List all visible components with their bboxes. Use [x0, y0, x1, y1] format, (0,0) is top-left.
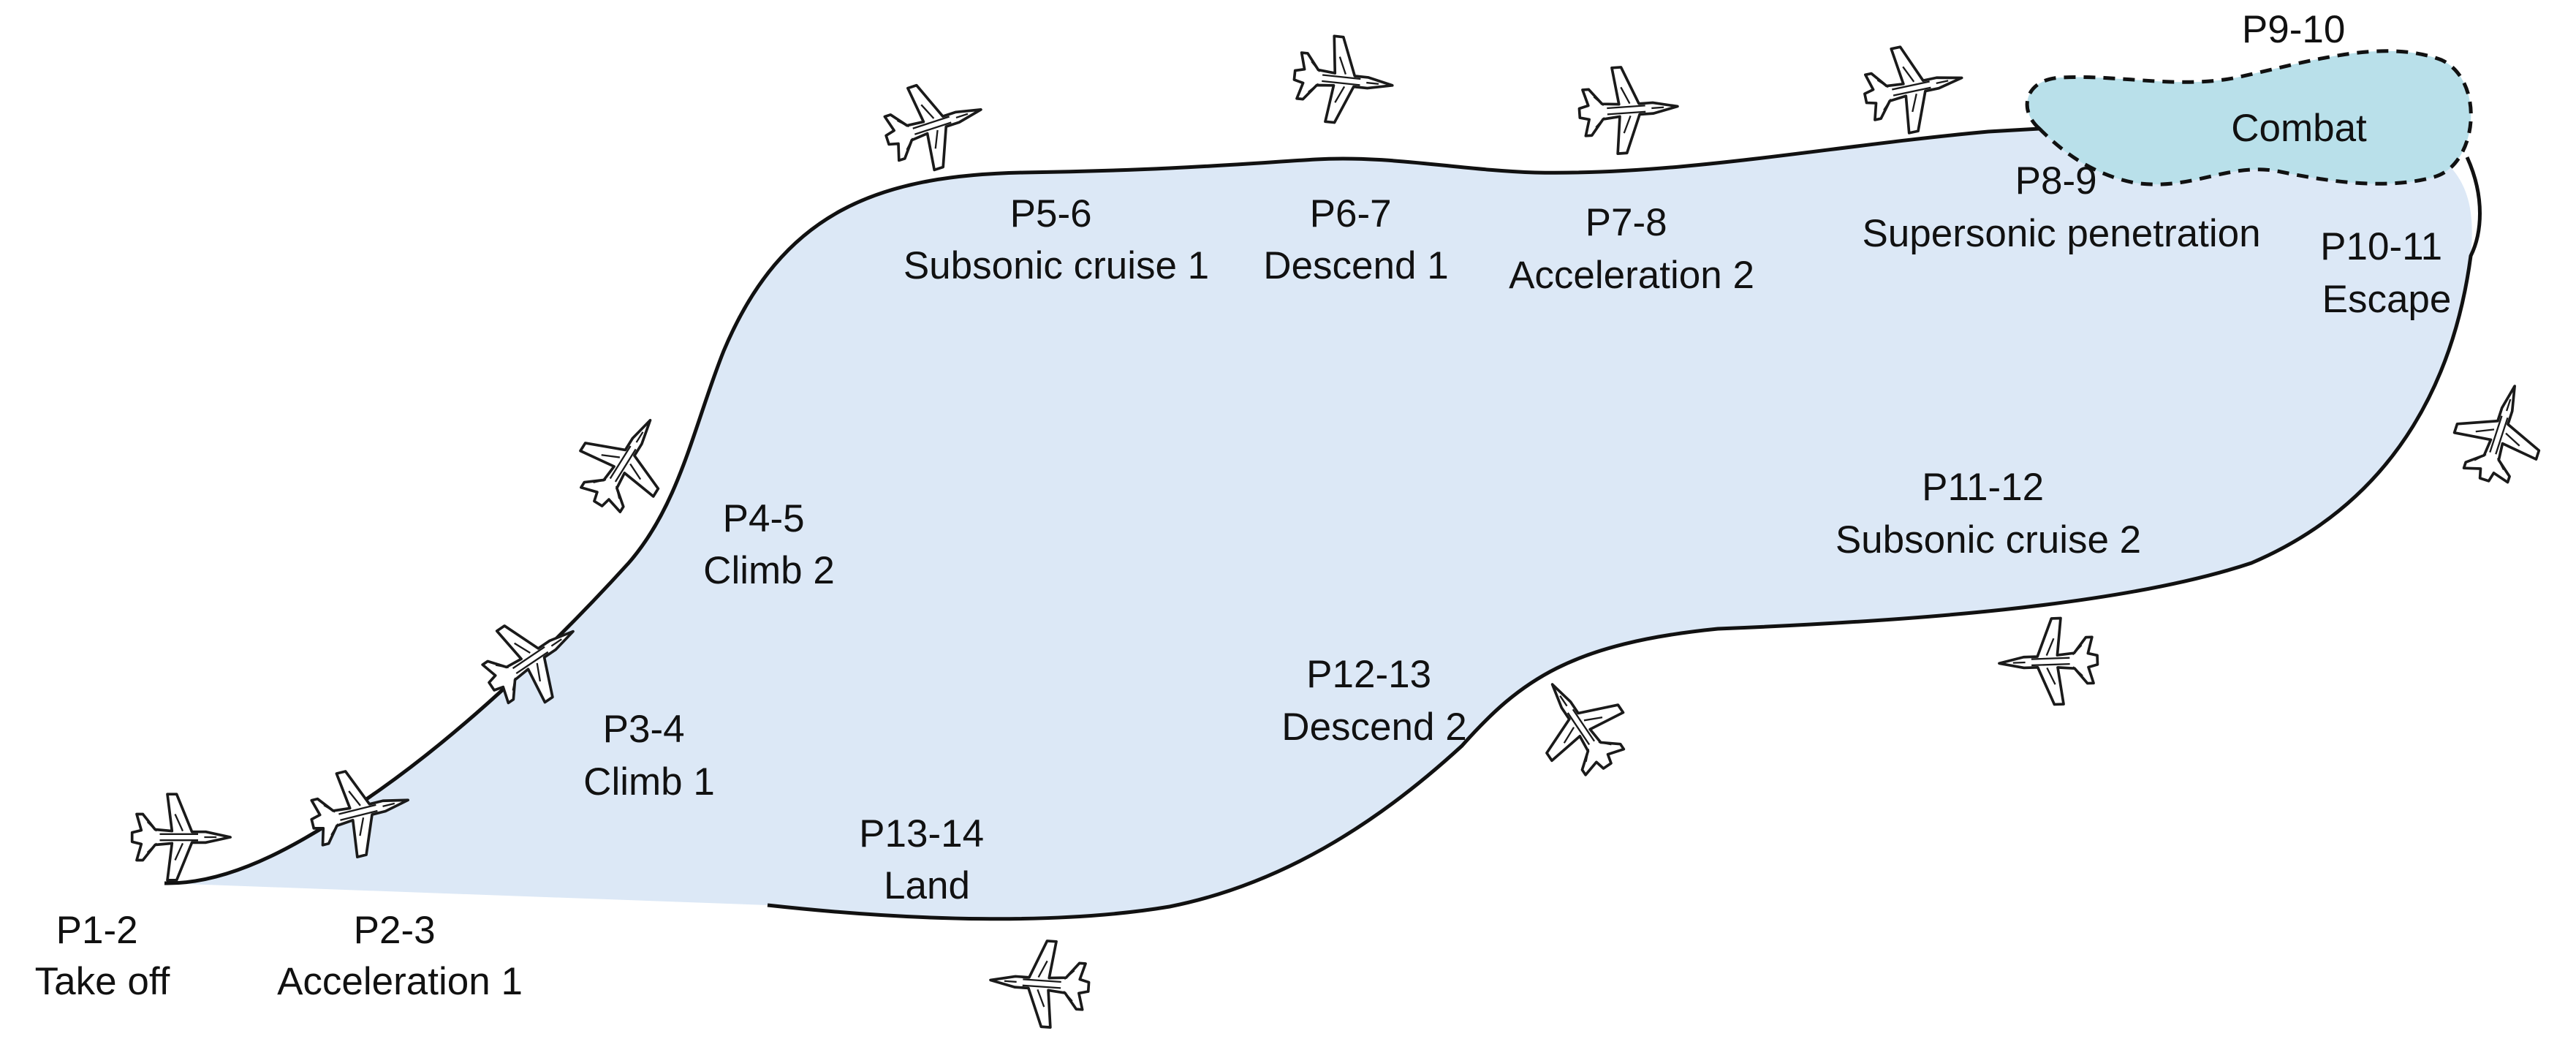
phase-code: P9-10	[2242, 8, 2345, 51]
fighter-jet-icon	[986, 935, 1094, 1032]
combat-zone	[2025, 49, 2473, 186]
phase-label-p9-10: P9-10 Combat	[2231, 8, 2367, 150]
phase-name: Subsonic cruise 1	[904, 244, 1209, 287]
phase-code: P4-5	[723, 497, 805, 540]
phase-label-p2-3: P2-3 Acceleration 1	[277, 909, 523, 1003]
phase-label-p12-13: P12-13 Descend 2	[1281, 653, 1466, 749]
phase-label-p1-2: P1-2 Take off	[35, 909, 170, 1003]
phase-code: P1-2	[56, 909, 138, 952]
phase-code: P8-9	[2015, 159, 2097, 203]
phase-code: P10-11	[2320, 225, 2442, 268]
fighter-jet-icon	[1575, 61, 1682, 158]
phase-name: Acceleration 2	[1509, 254, 1754, 297]
fighter-jet-icon	[1996, 615, 2101, 708]
phase-name: Land	[884, 864, 970, 907]
mission-region	[164, 49, 2482, 921]
phase-label-p4-5: P4-5 Climb 2	[703, 497, 835, 592]
phase-name: Combat	[2231, 107, 2367, 150]
phase-code: P5-6	[1010, 192, 1092, 235]
phase-code: P6-7	[1310, 192, 1392, 235]
phase-label-p5-6: P5-6 Subsonic cruise 1	[904, 192, 1209, 287]
phase-code: P12-13	[1306, 653, 1431, 696]
phase-name: Acceleration 1	[277, 960, 523, 1003]
phase-name: Subsonic cruise 2	[1836, 518, 2141, 562]
phase-name: Descend 1	[1263, 244, 1448, 287]
phase-label-p3-4: P3-4 Climb 1	[583, 708, 715, 804]
fighter-jet-icon	[873, 67, 996, 183]
phase-name: Take off	[35, 960, 170, 1003]
phase-name: Descend 2	[1281, 706, 1466, 749]
phase-label-p13-14: P13-14 Land	[859, 812, 995, 907]
phase-label-p8-9: P8-9 Supersonic penetration	[1862, 159, 2260, 255]
mission-region-fill	[164, 124, 2472, 919]
phase-name: Supersonic penetration	[1862, 212, 2260, 255]
phase-name: Escape	[2322, 278, 2452, 321]
fighter-jet-icon	[2441, 371, 2557, 494]
fighter-jet-icon	[1855, 34, 1972, 142]
phase-code: P2-3	[354, 909, 436, 952]
phase-name: Climb 2	[703, 549, 835, 592]
phase-label-p11-12: P11-12 Subsonic cruise 2	[1836, 466, 2141, 562]
mission-outline-lower	[767, 156, 2482, 921]
phase-code: P11-12	[1922, 466, 2044, 509]
phase-label-p6-7: P6-7 Descend 1	[1263, 192, 1448, 287]
phase-name: Climb 1	[583, 760, 715, 804]
phase-code: P3-4	[603, 708, 685, 751]
phase-label-p7-8: P7-8 Acceleration 2	[1509, 201, 1754, 297]
fighter-jet-icon	[130, 793, 232, 882]
phase-code: P7-8	[1586, 201, 1667, 244]
phase-code: P13-14	[859, 812, 984, 855]
mission-outline-upper	[164, 126, 2040, 885]
fighter-jet-icon	[1289, 31, 1398, 130]
phase-label-p10-11: P10-11 Escape	[2320, 225, 2453, 321]
phase-labels: P1-2 Take off P2-3 Acceleration 1 P3-4 C…	[35, 8, 2453, 1003]
